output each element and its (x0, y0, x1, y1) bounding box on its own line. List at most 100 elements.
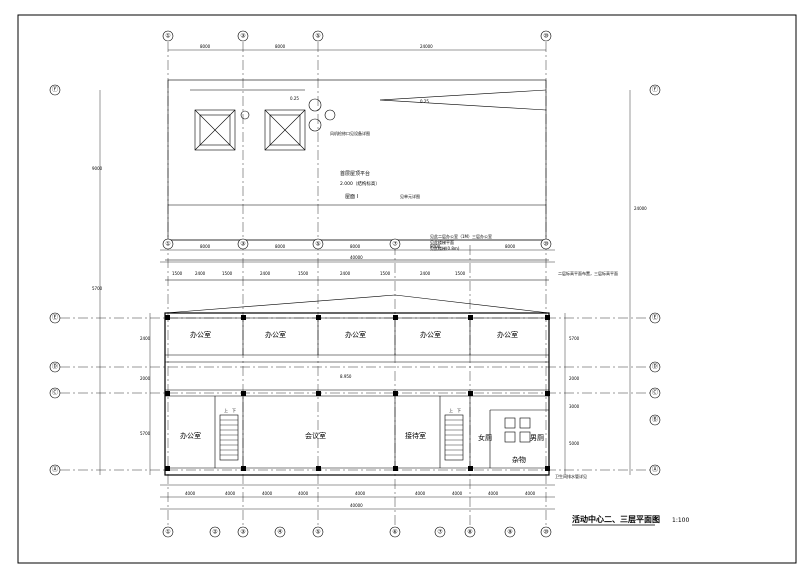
room-office-5: 办公室 (497, 330, 518, 339)
dim-bottom-bay-8: 4000 (488, 491, 499, 496)
axis-right-e: Ⓔ (652, 314, 658, 322)
axis-bottom-2: ② (212, 529, 218, 536)
dim-left-2: 5700 (92, 286, 103, 291)
dim-bottom-bay-4: 4000 (298, 491, 309, 496)
axis-mid-7: ⑦ (392, 241, 398, 248)
slope-label-1: 0.25 (420, 99, 429, 104)
axis-left-e: Ⓔ (52, 314, 58, 322)
axis-bottom-7: ⑦ (437, 529, 443, 536)
dim-win-9: 1500 (455, 271, 466, 276)
room-toilet-male: 男厕 (530, 434, 544, 442)
axis-bottom-6: ⑥ (392, 529, 397, 536)
room-reception: 接待室 (405, 431, 426, 440)
dim-bottom-bay-7: 4000 (452, 491, 463, 496)
dim-top-bay-1: 8000 (200, 44, 211, 49)
room-toilet-female: 女厕 (478, 433, 492, 442)
axis-left-d: Ⓓ (52, 363, 58, 371)
dim-mid-overall: 40000 (350, 255, 363, 260)
skylight-left (194, 109, 236, 151)
dim-win-6: 2400 (340, 271, 351, 276)
stair-up-right: 上 (449, 407, 453, 413)
skylight-right (264, 109, 306, 151)
room-meeting: 会议室 (305, 431, 326, 440)
room-office-4: 办公室 (420, 330, 441, 339)
stair-up-left: 上 (224, 407, 228, 413)
stair-down-right: 下 (457, 408, 461, 413)
room-office-3: 办公室 (345, 330, 366, 339)
axis-right-f: Ⓕ (652, 86, 658, 94)
dim-right-4: 3000 (569, 404, 580, 409)
dim-left-3: 2400 (140, 336, 151, 341)
dim-mid-bay-4: 8000 (430, 244, 441, 249)
dim-mid-bay-1: 8000 (200, 244, 211, 249)
axis-mid-3: ③ (240, 241, 245, 248)
dim-win-8: 2400 (420, 271, 431, 276)
right-note: 二层标高平面布置，三层标高平面 (558, 270, 618, 276)
axis-left-a: Ⓐ (52, 466, 58, 474)
leader-2: 见此楼梯平面 (430, 239, 454, 245)
axis-top-3: ③ (240, 33, 245, 40)
dim-win-1: 1500 (172, 271, 183, 276)
axis-bottom-5: ⑤ (315, 529, 320, 536)
axis-bottom-4: ④ (277, 529, 282, 536)
corridor-elevation: 8.950 (340, 374, 352, 379)
axis-right-d: Ⓓ (652, 363, 658, 371)
stair-down-left: 下 (232, 408, 236, 413)
slope-label-2: 0.25 (290, 96, 299, 101)
dim-bottom-bay-9: 4000 (525, 491, 536, 496)
dim-mid-bay-3: 8000 (350, 244, 361, 249)
dim-bottom-bay-2: 4000 (225, 491, 236, 496)
axis-mid-1: ① (165, 241, 170, 248)
axis-mid-5: ⑤ (315, 241, 320, 248)
dim-left-4: 2000 (140, 376, 151, 381)
axis-mid-10: ⑩ (543, 241, 548, 248)
dim-mid-bay-2: 8000 (275, 244, 286, 249)
dim-left-5: 5700 (140, 431, 151, 436)
axis-right-b: Ⓑ (652, 416, 658, 424)
axis-left-c: Ⓒ (52, 389, 58, 397)
dim-left-1: 9000 (92, 166, 103, 171)
stair-right (444, 414, 464, 461)
room-office-2: 办公室 (265, 330, 286, 339)
room-storage: 杂物 (512, 455, 526, 464)
roof-type-label: 屋面 I (345, 194, 358, 200)
dim-mid-bay-5: 8000 (505, 244, 516, 249)
dim-bottom-bay-1: 4000 (185, 491, 196, 496)
note-fan: 风机检修口见设备详图 (330, 130, 370, 136)
axis-bottom-9: ⑨ (507, 529, 512, 536)
dim-bottom-bay-3: 4000 (262, 491, 273, 496)
stair-left (219, 414, 239, 461)
drawing-scale: 1:100 (672, 517, 689, 524)
dim-top-overall: 24000 (420, 44, 433, 49)
axis-left-f: Ⓕ (52, 86, 58, 94)
roof-elevation-label: 2.000（结构标高） (340, 180, 380, 187)
room-office-bottom: 办公室 (180, 431, 201, 440)
dim-bottom-overall: 40000 (350, 503, 363, 508)
bottom-note: 卫生间排水管详见 (555, 473, 587, 479)
sheet-border (17, 14, 797, 564)
dim-right-1: 24000 (634, 206, 647, 211)
dim-bottom-bay-6: 4000 (415, 491, 426, 496)
axis-bottom-3: ③ (240, 529, 245, 536)
leader-1: 见此二层办公室（1M）三层办公室 (430, 233, 492, 239)
axis-top-10: ⑩ (543, 33, 548, 40)
drawing-title: 活动中心二、三层平面图 (572, 514, 660, 524)
axis-bottom-1: ① (165, 529, 170, 536)
dim-win-3: 1500 (222, 271, 233, 276)
axis-top-1: ① (165, 33, 170, 40)
dim-bottom-bay-5: 4000 (355, 491, 366, 496)
roof-terrace-label: 首层屋顶平台 (340, 170, 370, 177)
dim-win-5: 1500 (298, 271, 309, 276)
axis-top-5: ⑤ (315, 33, 320, 40)
axis-bottom-8: ⑧ (467, 529, 472, 536)
dim-win-4: 2400 (260, 271, 271, 276)
dim-win-2: 2400 (195, 271, 206, 276)
dim-right-2: 5700 (569, 336, 580, 341)
note-detail: 见单元详图 (400, 193, 420, 199)
axis-right-c: Ⓒ (652, 389, 658, 397)
axis-bottom-10: ⑩ (543, 529, 548, 536)
room-office-1: 办公室 (190, 330, 211, 339)
axis-right-a: Ⓐ (652, 466, 658, 474)
dim-right-3: 2000 (569, 376, 580, 381)
